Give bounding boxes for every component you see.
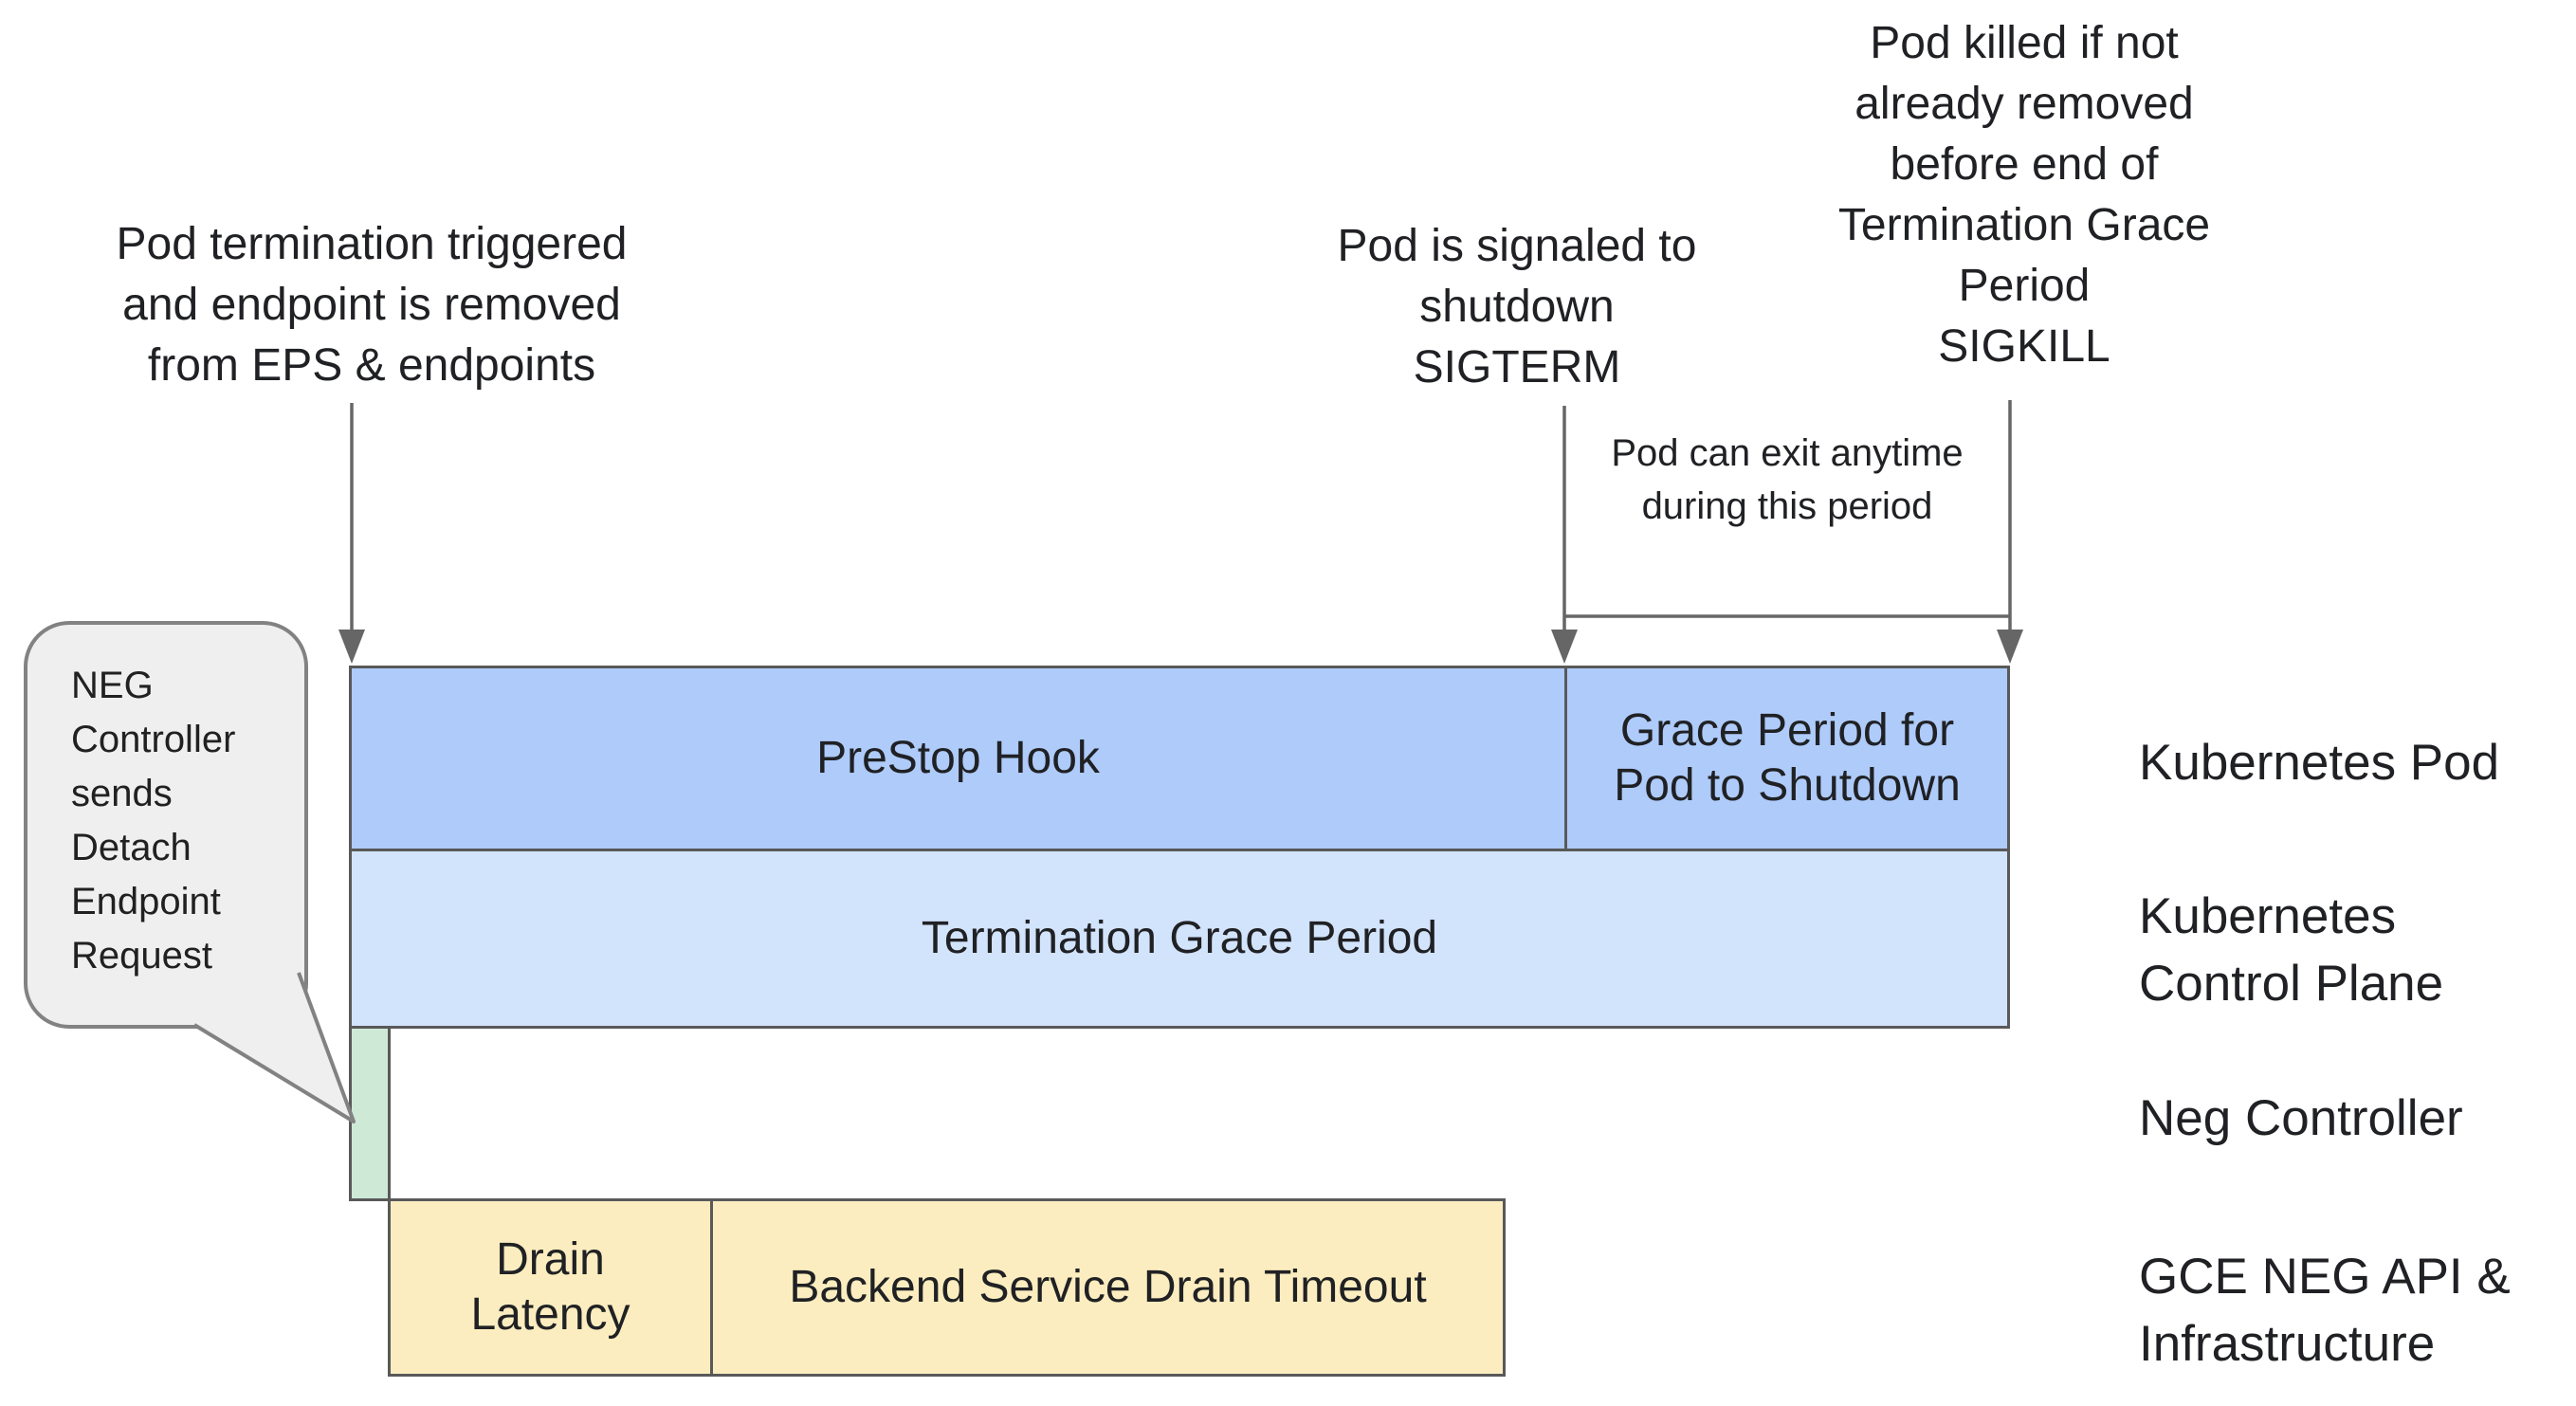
sigkill-arrowhead — [1997, 630, 2023, 664]
neg-controller-callout-bubble: NEG Controller sends Detach Endpoint Req… — [24, 621, 308, 1029]
backend-service-drain-timeout-segment: Backend Service Drain Timeout — [789, 1262, 1427, 1312]
termination-grace-period-segment: Termination Grace Period — [921, 913, 1438, 963]
lane-label-kubernetes-control-plane: Kubernetes Control Plane — [2139, 888, 2444, 1012]
annotation-pod-termination-triggered: Pod termination triggered and endpoint i… — [116, 219, 628, 391]
lane-label-kubernetes-pod: Kubernetes Pod — [2139, 735, 2500, 791]
neg-controller-bar — [349, 1026, 391, 1201]
annotation-sigkill: Pod killed if not already removed before… — [1837, 18, 2211, 372]
kubernetes-pod-bar: PreStop Hook Grace Period for Pod to Shu… — [349, 666, 2010, 851]
prestop-hook-segment: PreStop Hook — [352, 668, 1567, 849]
lane-label-neg-controller: Neg Controller — [2139, 1090, 2463, 1146]
lane-label-gce-neg-api-infrastructure: GCE NEG API & Infrastructure — [2139, 1249, 2511, 1372]
sigterm-arrowhead — [1551, 630, 1578, 664]
termination-trigger-arrowhead — [338, 630, 365, 664]
grace-period-pod-shutdown-segment: Grace Period for Pod to Shutdown — [1614, 705, 1961, 811]
annotation-pod-can-exit-anytime: Pod can exit anytime during this period — [1611, 432, 1964, 527]
drain-latency-segment: Drain Latency — [391, 1201, 713, 1374]
kubernetes-control-plane-bar: Termination Grace Period — [349, 849, 2010, 1029]
annotation-sigterm: Pod is signaled to shutdown SIGTERM — [1337, 221, 1697, 393]
gce-neg-api-bar: Drain Latency Backend Service Drain Time… — [388, 1198, 1506, 1377]
